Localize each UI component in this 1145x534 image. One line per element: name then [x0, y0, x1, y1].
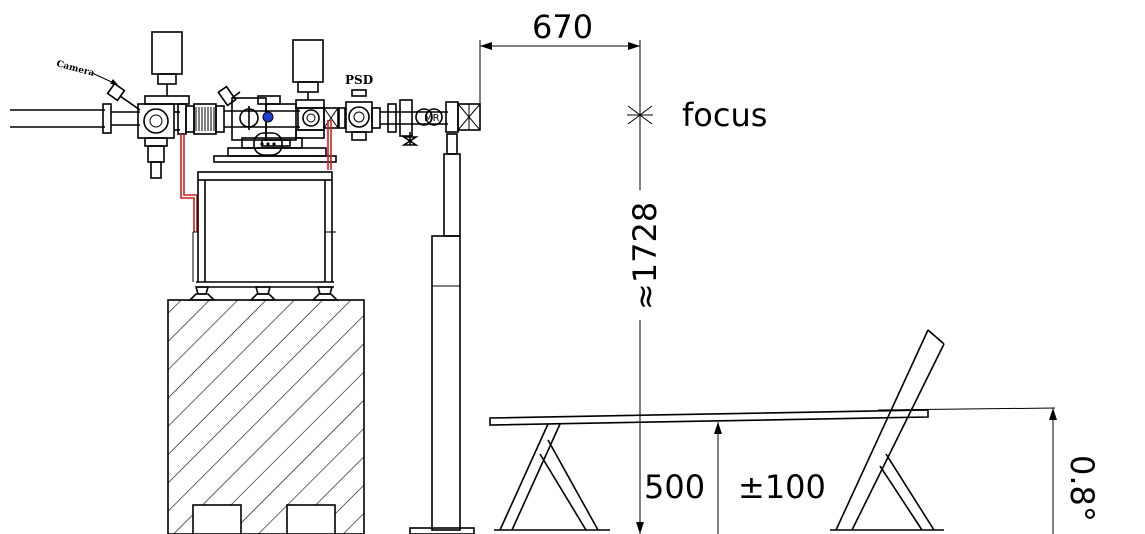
mr-section: MR [380, 99, 481, 146]
central-chamber [217, 85, 300, 147]
dimension-670-label: 670 [532, 8, 593, 46]
dimension-1728-label: ≈1728 [626, 202, 664, 310]
camera-label: Camera [55, 59, 95, 79]
angle-label: 0.8° [1063, 455, 1101, 522]
dimension-670: 670 [479, 8, 641, 112]
psd-cross: PSD [323, 73, 381, 141]
dimension-tolerance-label: ±100 [738, 468, 826, 506]
camera-annotation: Camera [55, 59, 141, 111]
bellows-section [177, 103, 225, 135]
psd-label: PSD [345, 73, 373, 87]
mr-label: MR [424, 113, 440, 124]
stand-pole [409, 133, 475, 534]
incoming-beam-pipe [10, 103, 140, 134]
dimension-angle: 0.8° [1049, 408, 1101, 534]
concrete-pedestal [167, 299, 365, 534]
chamber-mount [213, 132, 337, 163]
dimension-500: 500 ±100 [644, 422, 826, 534]
sample-target [262, 111, 274, 123]
support-frame [188, 171, 339, 301]
detector-table [489, 329, 1056, 531]
dimension-500-label: 500 [644, 468, 705, 506]
focus-label: focus [682, 96, 767, 134]
right-turbo-pump [292, 39, 325, 139]
left-cross-chamber [137, 31, 190, 179]
red-cables [180, 120, 332, 232]
dimension-1728: ≈1728 [626, 174, 664, 534]
focus-marker: focus [627, 96, 767, 174]
